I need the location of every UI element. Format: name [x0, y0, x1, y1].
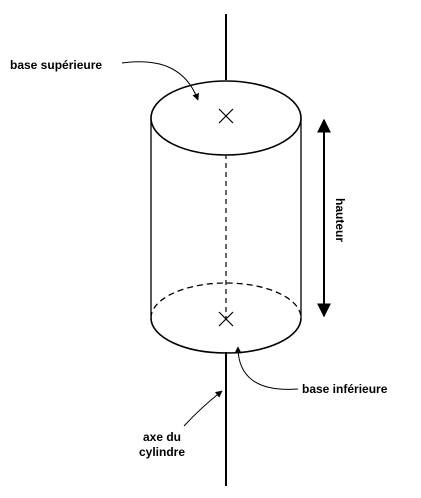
- axis-label-line1: axe du: [143, 430, 181, 444]
- bottom-center-cross-icon: [218, 311, 234, 327]
- bottom-base-back-dashed: [150, 282, 302, 319]
- top-base-ellipse: [150, 80, 302, 156]
- axis-label-line2: cylindre: [139, 445, 185, 459]
- top-center-cross-icon: [218, 108, 234, 124]
- top-base-arrow: [121, 61, 200, 101]
- bottom-base-arrow: [234, 346, 299, 390]
- axis-label-arrow: [183, 390, 223, 427]
- bottom-base-front: [150, 317, 302, 354]
- top-base-label: base supérieure: [10, 58, 102, 72]
- height-label: hauteur: [333, 198, 347, 242]
- bottom-base-label: base inférieure: [302, 382, 388, 396]
